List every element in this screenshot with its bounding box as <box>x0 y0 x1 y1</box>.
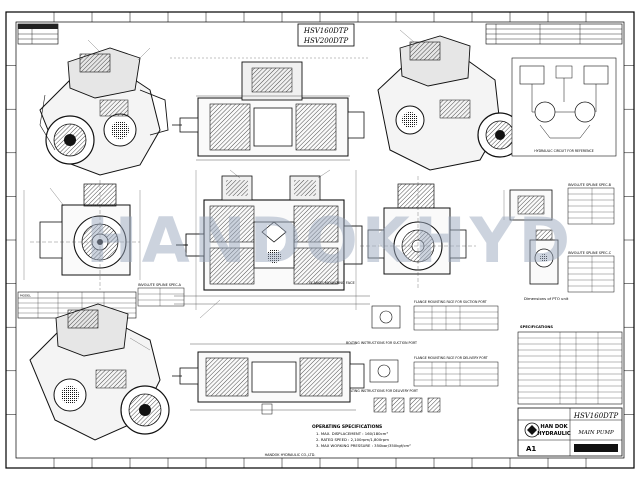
title-block: HSV160DTP HAN DOK HYDRAULIC MAIN PUMP A1 <box>517 407 623 457</box>
delivery-port-flange-table: FLANGE MOUNTING FACE FOR DELIVERY PORT <box>413 356 499 387</box>
isometric-pump-view-top-right <box>377 35 523 171</box>
model-title-line-2: HSV200DTP <box>303 37 349 45</box>
operating-specs-heading: OPERATING SPECIFICATIONS <box>312 424 382 430</box>
involute-spline-a-label: INVOLUTE SPLINE SPEC-A <box>138 283 182 287</box>
company-name-line-2: HYDRAULIC <box>537 431 571 437</box>
drawing-name: MAIN PUMP <box>577 430 614 436</box>
grid-marks <box>6 12 634 468</box>
operating-spec-line-1: 1. MAX. DISPLACEMENT : 160/180cm³ <box>316 431 388 436</box>
top-plan-view <box>170 57 370 161</box>
spec-table-rows <box>518 337 622 399</box>
hydraulic-circuit-caption: HYDRAULIC CIRCUIT FOR REFERENCE <box>534 149 594 153</box>
title-block-model: HSV160DTP <box>573 412 619 420</box>
operating-spec-line-3: 3. MAX WORKING PRESSURE : 350bar/350kgf/… <box>316 443 411 448</box>
involute-spline-b-label: INVOLUTE SPLINE SPEC-B <box>568 183 612 187</box>
footer-company: HANDOK HYDRAULIC CO.,LTD. <box>265 453 316 457</box>
model-title-line-1: HSV160DTP <box>303 27 349 35</box>
sheet-size: A1 <box>526 445 536 453</box>
pto-unit-views: Dimensions of PTO unit <box>503 189 569 301</box>
model-table-heading: MODEL <box>20 294 31 298</box>
front-view-right <box>360 176 476 290</box>
specifications-heading: SPECIFICATIONS <box>520 325 553 329</box>
involute-spline-table-a: INVOLUTE SPLINE SPEC-A <box>137 283 185 307</box>
specifications-table: SPECIFICATIONS <box>517 325 623 405</box>
operating-specifications: OPERATING SPECIFICATIONS 1. MAX. DISPLAC… <box>312 424 411 448</box>
operating-spec-line-2: 2. RATED SPEED : 2,100rpm/1,800rpm <box>316 437 389 442</box>
pto-dimensions-caption: Dimensions of PTO unit <box>524 296 569 301</box>
revision-block-top-left <box>17 23 59 45</box>
bottom-plan-view <box>172 343 365 415</box>
hydraulic-circuit-diagram: HYDRAULIC CIRCUIT FOR REFERENCE <box>511 57 617 157</box>
flange-mounting-face-label: FLANGE MOUNTING FACE <box>309 281 355 285</box>
flange-detail-sketches <box>369 305 441 413</box>
model-title-box: HSV160DTP HSV200DTP <box>297 23 355 47</box>
involute-spline-table-b: INVOLUTE SPLINE SPEC-B <box>567 183 615 225</box>
delivery-flange-label: FLANGE MOUNTING FACE FOR DELIVERY PORT <box>414 356 488 360</box>
watermark: HANDOKHYD <box>86 204 574 277</box>
bolting-delivery-label: BOLTING INSTRUCTIONS FOR DELIVERY PORT <box>346 389 418 393</box>
involute-spline-c-label: INVOLUTE SPLINE SPEC-C <box>568 251 612 255</box>
side-elevation-view <box>174 170 370 310</box>
suction-port-flange-table: FLANGE MOUNTING FACE FOR SUCTION PORT <box>413 300 499 331</box>
company-name-line-1: HAN DOK <box>540 424 568 430</box>
isometric-pump-view-bottom-left <box>29 303 170 441</box>
callout-leaders <box>49 29 415 351</box>
revision-table-top-right <box>485 23 623 45</box>
isometric-pump-view-top-left <box>39 47 169 176</box>
involute-spline-table-c: INVOLUTE SPLINE SPEC-C <box>567 251 615 293</box>
front-flange-view-left <box>23 180 141 290</box>
company-logo-icon <box>524 422 540 438</box>
bolting-suction-label: BOLTING INSTRUCTIONS FOR SUCTION PORT <box>346 341 417 345</box>
suction-flange-label: FLANGE MOUNTING FACE FOR SUCTION PORT <box>414 300 487 304</box>
